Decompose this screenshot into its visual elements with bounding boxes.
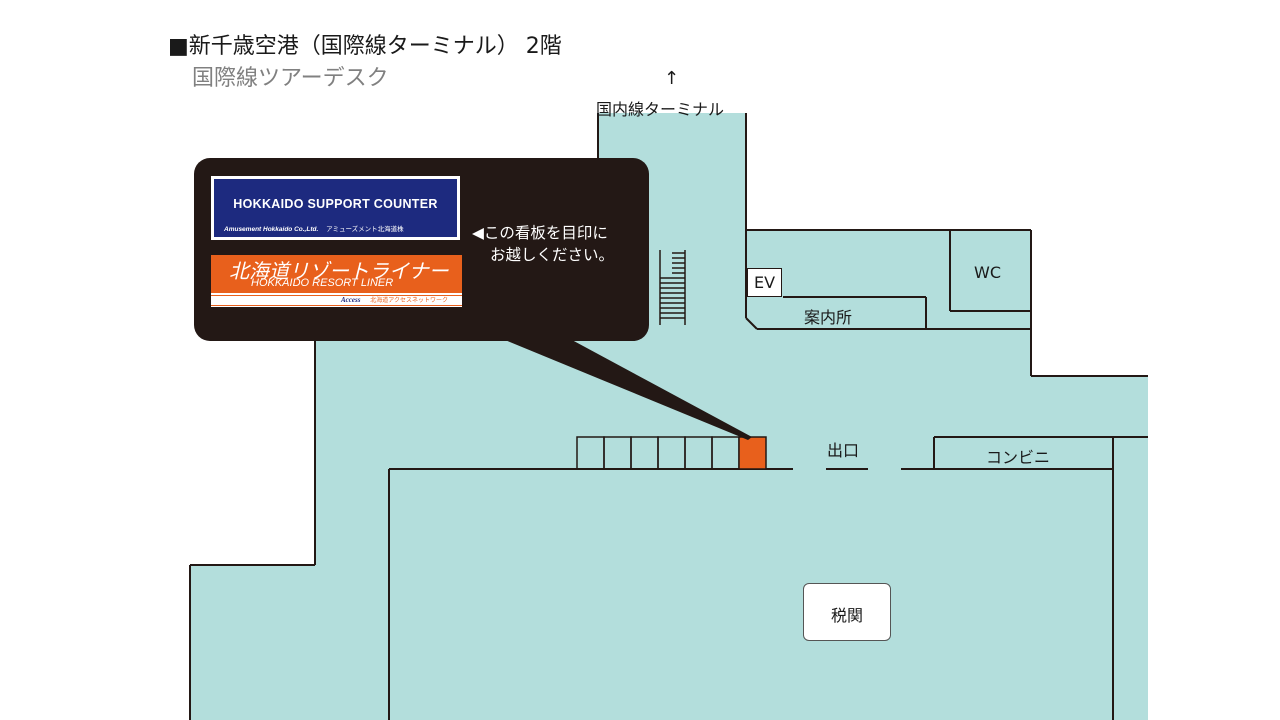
callout-pointer — [505, 340, 752, 440]
wc-label: WC — [974, 263, 1001, 282]
access-logo: Access — [341, 296, 361, 304]
company-name: Amusement Hokkaido Co.,Ltd. — [224, 226, 319, 233]
page-subtitle: 国際線ツアーデスク — [192, 66, 389, 91]
floor-area — [190, 113, 1148, 720]
highlighted-desk — [738, 436, 767, 470]
stripe — [211, 295, 462, 296]
customs-box: 税関 — [803, 583, 891, 641]
resort-liner-title-en: HOKKAIDO RESORT LINER — [251, 277, 394, 289]
resort-liner-footer — [211, 293, 462, 307]
access-corp-name: 北海道アクセスネットワーク — [370, 297, 448, 304]
customs-label: 税関 — [830, 606, 863, 625]
resort-liner-sign: 北海道リゾートライナー HOKKAIDO RESORT LINER Access… — [211, 255, 462, 307]
callout-message-line2: お越しください。 — [490, 246, 615, 264]
resort-liner-title-jp: 北海道リゾートライナー — [229, 259, 449, 283]
callout-message: ◀この看板を目印に お越しください。 — [472, 222, 614, 266]
support-counter-sign: HOKKAIDO SUPPORT COUNTER Amusement Hokka… — [211, 176, 460, 240]
stripe — [211, 305, 462, 306]
support-counter-sign-body: HOKKAIDO SUPPORT COUNTER Amusement Hokka… — [214, 179, 457, 237]
company-name-jp: アミューズメント北海道株 — [326, 226, 404, 233]
exit-label: 出口 — [827, 441, 860, 460]
elevator-label: EV — [753, 273, 776, 292]
page-title: ■新千歳空港（国際線ターミナル） 2階 — [168, 34, 562, 59]
callout-message-line1: ◀この看板を目印に — [472, 224, 608, 242]
escalator — [659, 250, 686, 325]
up-arrow-icon: ↑ — [664, 68, 680, 89]
info-desk-label: 案内所 — [804, 308, 853, 327]
support-counter-sign-title: HOKKAIDO SUPPORT COUNTER — [233, 197, 438, 211]
domestic-terminal-label: 国内線ターミナル — [596, 100, 725, 119]
support-counter-sign-subtitle: Amusement Hokkaido Co.,Ltd. アミューズメント北海道株 — [224, 223, 451, 233]
convenience-store-label: コンビニ — [986, 448, 1051, 467]
elevator-box: EV — [747, 268, 782, 297]
